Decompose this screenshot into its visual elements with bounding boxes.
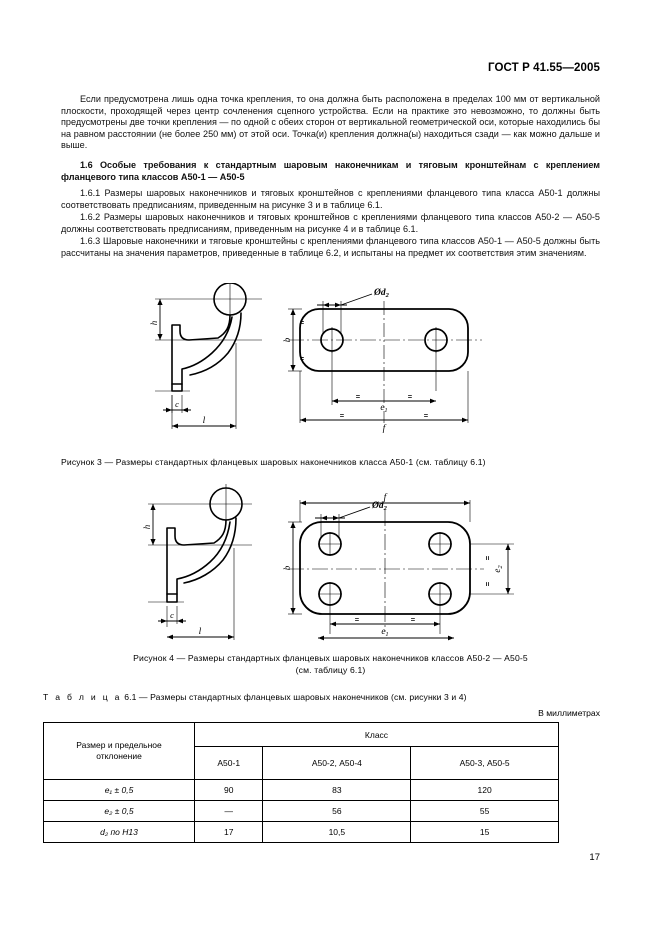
table-row-2-value-0: 17 xyxy=(193,821,264,843)
table-header-row-1: Размер и предельное отклонение Класс xyxy=(43,721,559,780)
table-row-1-param: e₂ ± 0,5 xyxy=(43,800,195,822)
fig3-label-e1: e1 xyxy=(380,402,387,414)
table-row-2-value-1: 10,5 xyxy=(262,821,412,843)
page-number: 17 xyxy=(589,852,600,863)
fig3-eq-e1-right: = xyxy=(408,392,413,401)
fig3-eq-mark-left-bottom: = xyxy=(300,356,304,363)
fig3-eq-mark-left-top: = xyxy=(300,320,304,327)
table-header-col-1: А50-2, А50-4 xyxy=(262,746,412,780)
table-row: e₁ ± 0,5 90 83 120 xyxy=(43,779,559,801)
table-6-1-title: Т а б л и ц а 6.1 — Размеры стандартных … xyxy=(43,692,467,702)
fig4-label-l: l xyxy=(199,627,202,637)
table-title-rest: 6.1 — Размеры стандартных фланцевых шаро… xyxy=(124,692,467,702)
paragraph-1-6-1: 1.6.1 Размеры шаровых наконечников и тяг… xyxy=(61,188,600,210)
table-header-col-0: А50-1 xyxy=(193,746,264,780)
fig4-label-f: f xyxy=(384,492,388,503)
table-row-0-param: e₁ ± 0,5 xyxy=(43,779,195,801)
table-row-0-value-2: 120 xyxy=(410,779,559,801)
figure-3-drawing: h c l xyxy=(150,283,495,455)
fig4-eq-e2-top: = xyxy=(483,555,492,560)
fig3-label-h: h xyxy=(150,320,159,325)
table-6-1: Размер и предельное отклонение Класс А50… xyxy=(43,721,559,843)
fig3-eq-e1-left: = xyxy=(356,392,361,401)
paragraph-1-6-2: 1.6.2 Размеры шаровых наконечников и тяг… xyxy=(61,212,600,234)
fig3-eq-f-left: = xyxy=(340,411,345,420)
fig4-label-d2: Ød2 xyxy=(371,501,388,512)
table-header-param: Размер и предельное отклонение xyxy=(43,722,195,780)
table-title-prefix: Т а б л и ц а xyxy=(43,692,122,702)
table-row-2-param: d₂ по H13 xyxy=(43,821,195,843)
fig4-label-e2: e2 xyxy=(492,565,504,573)
table-units-note: В миллиметрах xyxy=(538,708,600,718)
fig4-eq-e1-right: = xyxy=(411,615,416,624)
figure-3-caption: Рисунок 3 — Размеры стандартных фланцевы… xyxy=(61,457,486,467)
standard-number-header: ГОСТ Р 41.55—2005 xyxy=(488,62,600,74)
table-header-col-2: А50-3, А50-5 xyxy=(410,746,559,780)
fig4-label-b: b xyxy=(282,565,292,570)
paragraph-intro: Если предусмотрена лишь одна точка крепл… xyxy=(61,94,600,151)
table-header-group: Класс xyxy=(194,721,559,748)
fig3-eq-f-right: = xyxy=(424,411,429,420)
fig4-eq-e2-bottom: = xyxy=(483,581,492,586)
fig3-label-b: b xyxy=(282,337,292,342)
fig3-label-c: c xyxy=(175,399,179,409)
fig4-label-h: h xyxy=(142,524,152,529)
table-header-row-2: А50-1 А50-2, А50-4 А50-3, А50-5 xyxy=(44,746,559,780)
table-row-0-value-1: 83 xyxy=(262,779,412,801)
fig3-label-d2: Ød2 xyxy=(373,288,390,299)
fig3-label-l: l xyxy=(203,416,206,426)
table-row-0-value-0: 90 xyxy=(193,779,264,801)
table-row-1-value-2: 55 xyxy=(410,800,559,822)
fig4-label-e1: e1 xyxy=(381,626,388,638)
section-heading-1-6: 1.6 Особые требования к стандартным шаро… xyxy=(61,160,600,182)
table-row: d₂ по H13 17 10,5 15 xyxy=(43,821,559,843)
figure-4-drawing: h c l xyxy=(122,482,527,647)
table-row: e₂ ± 0,5 — 56 55 xyxy=(43,800,559,822)
figure-4-caption-line2: (см. таблицу 6.1) xyxy=(295,665,366,675)
table-row-1-value-0: — xyxy=(193,800,264,822)
fig4-eq-e1-left: = xyxy=(355,615,360,624)
fig4-label-c: c xyxy=(170,610,174,620)
table-row-2-value-2: 15 xyxy=(410,821,559,843)
table-row-1-value-1: 56 xyxy=(262,800,412,822)
paragraph-1-6-3: 1.6.3 Шаровые наконечники и тяговые крон… xyxy=(61,236,600,258)
figure-4-caption-line1: Рисунок 4 — Размеры стандартных фланцевы… xyxy=(133,653,528,663)
fig3-label-f: f xyxy=(383,423,387,434)
